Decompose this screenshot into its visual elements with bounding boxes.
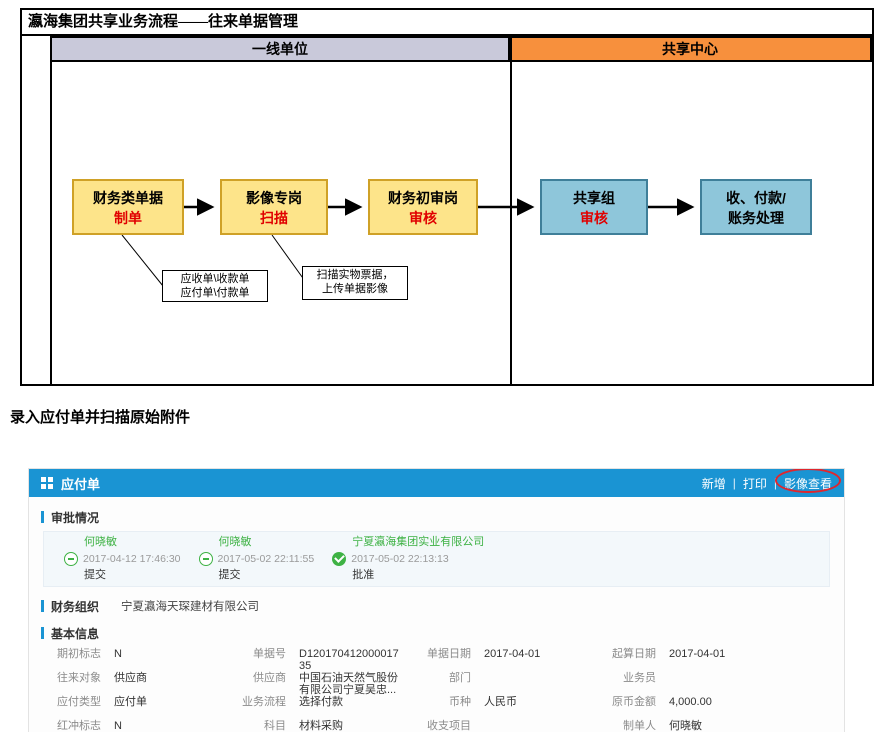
node-line1: 财务类单据 — [93, 190, 163, 206]
basic-info-section-title: 基本信息 — [51, 626, 100, 641]
approval-step-1: 何晓敏 2017-04-12 17:46:30 提交 — [64, 536, 181, 582]
callout-scan-note: 扫描实物票据， 上传单据影像 — [302, 266, 408, 300]
section-accent-bar — [41, 627, 44, 639]
toolbar-separator: | — [732, 476, 736, 490]
field-counterparty-type: 往来对象 供应商 — [57, 672, 147, 684]
toolbar: 新增 | 打印 | 影像查看 — [701, 469, 841, 493]
node-line2: 扫描 — [260, 210, 288, 226]
lane-divider-left — [50, 36, 52, 384]
field-doc-date: 单据日期 2017-04-01 — [427, 648, 541, 660]
lane-divider-center — [510, 36, 512, 384]
field-income-expense-item: 收支项目 — [427, 720, 471, 732]
field-original-amount: 原币金额 4,000.00 — [612, 696, 712, 708]
node-finance-doc-entry: 财务类单据 制单 — [72, 179, 184, 235]
field-currency: 币种 人民币 — [449, 696, 517, 708]
approver-name: 宁夏瀛海集团实业有限公司 — [352, 536, 485, 548]
node-payment-processing: 收、付款/ 账务处理 — [700, 179, 812, 235]
print-button[interactable]: 打印 — [742, 476, 767, 491]
window-title: 应付单 — [61, 476, 101, 492]
approval-section-title: 审批情况 — [51, 510, 100, 525]
field-doc-number: 单据号 D12017041200001735 — [253, 648, 399, 672]
basic-info-grid: 期初标志 N 单据号 D12017041200001735 单据日期 2017-… — [49, 648, 844, 732]
payable-document-window: 应付单 新增 | 打印 | 影像查看 审批情况 何晓敏 2017-04-12 1… — [28, 468, 845, 732]
lane-header-frontline: 一线单位 — [50, 36, 510, 62]
finance-org-label: 财务组织 — [51, 599, 100, 614]
grid-icon — [41, 477, 53, 489]
callout-line1: 扫描实物票据， — [316, 269, 394, 281]
callout-line2: 应付单\付款单 — [180, 287, 250, 299]
field-doc-creator: 制单人 何晓敏 — [623, 720, 702, 732]
callout-line1: 应收单\收款单 — [180, 273, 250, 285]
approval-time: 2017-04-12 17:46:30 — [83, 552, 181, 565]
node-line2: 制单 — [114, 210, 142, 226]
step-caption: 录入应付单并扫描原始附件 — [10, 410, 191, 426]
minus-circle-icon — [64, 552, 78, 566]
approval-time: 2017-05-02 22:13:13 — [351, 552, 449, 565]
basic-info-section-header: 基本信息 — [41, 626, 844, 641]
approval-step-2: 何晓敏 2017-05-02 22:11:55 提交 — [198, 536, 315, 582]
approver-name: 何晓敏 — [218, 536, 252, 548]
process-flowchart: 瀛海集团共享业务流程——往来单据管理 一线单位 共享中心 财务类单据 制单 影像… — [20, 8, 874, 386]
node-finance-review: 财务初审岗 审核 — [368, 179, 478, 235]
new-button[interactable]: 新增 — [701, 476, 726, 491]
check-circle-icon — [332, 552, 347, 566]
image-view-button[interactable]: 影像查看 — [774, 469, 841, 493]
field-account-subject: 科目 材料采购 — [264, 720, 343, 732]
approval-step-3: 宁夏瀛海集团实业有限公司 2017-05-02 22:13:13 批准 — [332, 536, 484, 582]
flowchart-canvas: 一线单位 共享中心 财务类单据 制单 影像专岗 扫描 财务初审岗 — [22, 36, 872, 384]
section-accent-bar — [41, 511, 44, 523]
minus-circle-icon — [198, 552, 213, 566]
field-initial-flag: 期初标志 N — [57, 648, 122, 660]
flowchart-title: 瀛海集团共享业务流程——往来单据管理 — [22, 10, 872, 36]
node-imaging-scan: 影像专岗 扫描 — [220, 179, 328, 235]
node-line2: 账务处理 — [728, 210, 784, 226]
window-titlebar: 应付单 新增 | 打印 | 影像查看 — [29, 469, 844, 497]
section-accent-bar — [41, 600, 44, 612]
field-department: 部门 — [449, 672, 471, 684]
lane-header-shared-center: 共享中心 — [508, 36, 872, 62]
field-supplier: 供应商 中国石油天然气股份有限公司宁夏吴忠... — [253, 672, 398, 696]
finance-org-value: 宁夏瀛海天琛建材有限公司 — [121, 601, 260, 613]
callout-line2: 上传单据影像 — [322, 283, 388, 295]
approval-action: 提交 — [84, 569, 106, 581]
field-payable-type: 应付类型 应付单 — [57, 696, 147, 708]
approval-time: 2017-05-02 22:11:55 — [217, 552, 315, 565]
callout-doc-types: 应收单\收款单 应付单\付款单 — [162, 270, 268, 302]
approval-timeline: 何晓敏 2017-04-12 17:46:30 提交 何晓敏 2017-05-0… — [43, 531, 830, 587]
field-business-flow: 业务流程 选择付款 — [242, 696, 343, 708]
node-line1: 收、付款/ — [726, 190, 786, 206]
approval-section-header: 审批情况 — [41, 510, 844, 525]
approval-action: 批准 — [352, 569, 375, 581]
toolbar-separator: | — [773, 476, 777, 490]
node-shared-group-audit: 共享组 审核 — [540, 179, 648, 235]
node-line1: 共享组 — [573, 190, 615, 206]
node-line1: 影像专岗 — [246, 190, 302, 206]
finance-org-row: 财务组织 宁夏瀛海天琛建材有限公司 — [41, 599, 844, 614]
approver-name: 何晓敏 — [84, 536, 117, 548]
node-line2: 审核 — [580, 210, 608, 226]
node-line2: 审核 — [409, 210, 437, 226]
approval-action: 提交 — [218, 569, 241, 581]
field-salesperson: 业务员 — [623, 672, 656, 684]
node-line1: 财务初审岗 — [388, 190, 458, 206]
field-start-date: 起算日期 2017-04-01 — [612, 648, 726, 660]
image-view-label: 影像查看 — [783, 476, 832, 491]
field-reversal-flag: 红冲标志 N — [57, 720, 122, 732]
